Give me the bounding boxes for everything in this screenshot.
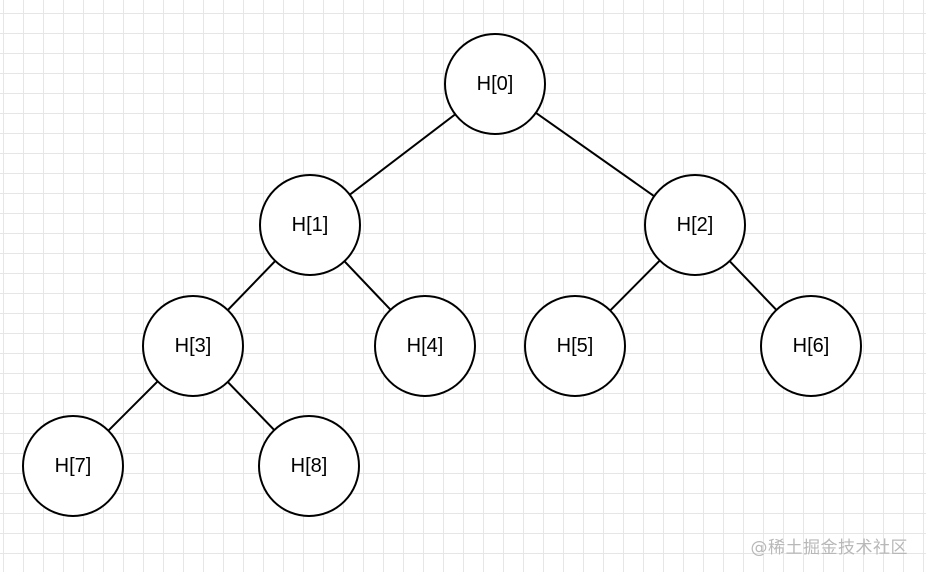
watermark-text: @稀土掘金技术社区 (750, 538, 908, 558)
node-circle-6 (760, 295, 862, 397)
node-circle-2 (644, 174, 746, 276)
node-circle-7 (22, 415, 124, 517)
node-label-6: H[6] (793, 335, 830, 357)
node-label-7: H[7] (55, 455, 92, 477)
node-label-2: H[2] (677, 214, 714, 236)
node-label-1: H[1] (292, 214, 329, 236)
node-label-4: H[4] (407, 335, 444, 357)
tree-node-3: H[3] (142, 295, 244, 397)
node-circle-1 (259, 174, 361, 276)
node-circle-3 (142, 295, 244, 397)
node-circle-0 (444, 33, 546, 135)
node-circle-8 (258, 415, 360, 517)
tree-node-6: H[6] (760, 295, 862, 397)
node-label-0: H[0] (477, 73, 514, 95)
node-label-5: H[5] (557, 335, 594, 357)
tree-node-4: H[4] (374, 295, 476, 397)
node-label-3: H[3] (175, 335, 212, 357)
tree-node-1: H[1] (259, 174, 361, 276)
tree-node-7: H[7] (22, 415, 124, 517)
tree-node-5: H[5] (524, 295, 626, 397)
tree-node-0: H[0] (444, 33, 546, 135)
node-circle-5 (524, 295, 626, 397)
tree-node-2: H[2] (644, 174, 746, 276)
node-circle-4 (374, 295, 476, 397)
node-label-8: H[8] (291, 455, 328, 477)
nodes-layer: H[0] H[1] H[2] H[3] H[4] H[5] H[6] H[7] H[8] (22, 33, 862, 517)
tree-node-8: H[8] (258, 415, 360, 517)
